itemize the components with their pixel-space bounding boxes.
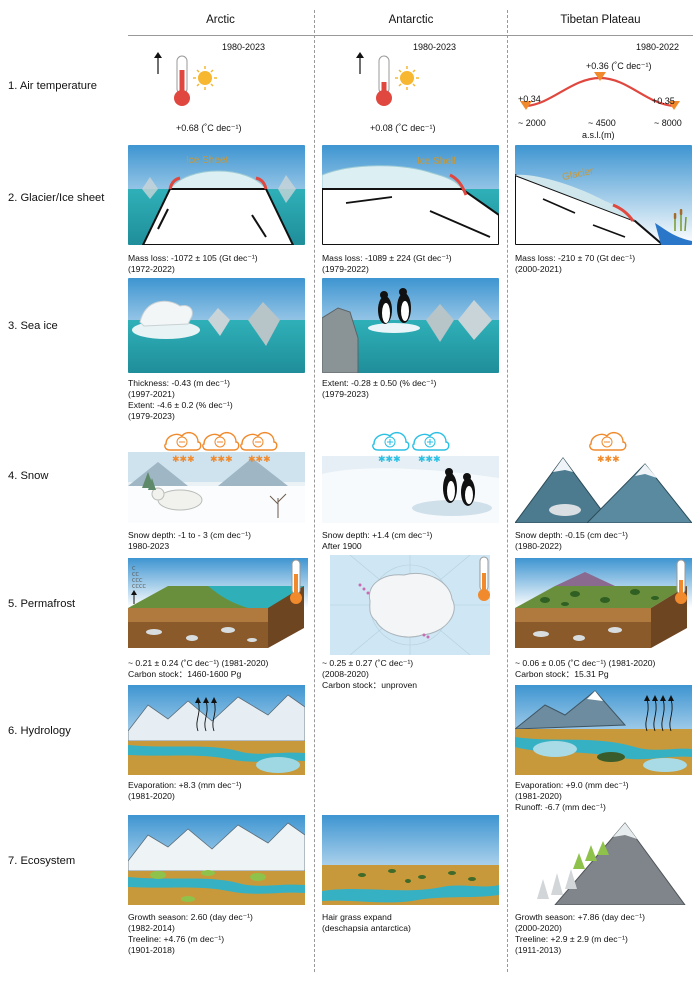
arctic-temp-trend: +0.68 (˚C dec⁻¹) bbox=[176, 123, 242, 133]
column-header-arctic: Arctic bbox=[206, 14, 235, 26]
svg-text:✱✱✱: ✱✱✱ bbox=[378, 455, 401, 465]
antarctic-ice-shelf-illustration bbox=[322, 145, 499, 245]
antarctic-permafrost-caption: ~ 0.25 ± 0.27 (˚C dec⁻¹) (2008-2020) Car… bbox=[322, 658, 418, 690]
arctic-thermometer-sun-icon bbox=[154, 52, 217, 106]
svg-text:✱✱✱: ✱✱✱ bbox=[210, 455, 233, 465]
row-label-hydrology: 6. Hydrology bbox=[8, 725, 71, 737]
tibet-permafrost-caption: ~ 0.06 ± 0.05 (˚C dec⁻¹) (1981-2020) Car… bbox=[515, 658, 656, 679]
pine-tree-icon bbox=[142, 472, 156, 490]
arctic-ice-sheet-label: Ice Sheet bbox=[186, 155, 229, 166]
row-label-glacier: 2. Glacier/Ice sheet bbox=[8, 192, 105, 204]
antarctic-ecosystem-illustration bbox=[322, 815, 499, 905]
penguin-icon bbox=[378, 291, 392, 324]
snow-cloud-minus-icon: ✱✱✱ bbox=[164, 431, 202, 465]
high-marker-icon bbox=[668, 101, 680, 110]
tibet-x-high: ~ 8000 bbox=[654, 118, 682, 128]
antarctic-permafrost-map bbox=[330, 555, 490, 655]
antarctic-temp-trend: +0.08 (˚C dec⁻¹) bbox=[370, 123, 436, 133]
tibet-snow-illustration: ✱✱✱ bbox=[515, 431, 692, 523]
tibet-x-label: a.s.l.(m) bbox=[582, 130, 615, 140]
peak-marker-icon bbox=[594, 72, 606, 81]
svg-text:✱✱✱: ✱✱✱ bbox=[248, 455, 271, 465]
arctic-hydrology-caption: Evaporation: +8.3 (mm dec⁻¹) (1981-2020) bbox=[128, 780, 242, 801]
tibet-x-mid: ~ 4500 bbox=[588, 118, 616, 128]
tibet-ecosystem-caption: Growth season: +7.86 (day dec⁻¹) (2000-2… bbox=[515, 912, 645, 955]
antarctic-sea-ice-illustration bbox=[322, 278, 499, 373]
treeline-icon bbox=[573, 841, 609, 869]
row-label-snow: 4. Snow bbox=[8, 470, 49, 482]
snow-cloud-minus-icon: ✱✱✱ bbox=[589, 431, 627, 465]
column-header-tibet: Tibetan Plateau bbox=[560, 14, 641, 26]
thermometer-icon bbox=[675, 559, 687, 604]
row-label-ecosystem: 7. Ecosystem bbox=[8, 855, 76, 867]
arctic-temp-period: 1980-2023 bbox=[222, 42, 266, 52]
svg-text:CCC: CCC bbox=[132, 578, 143, 584]
svg-text:✱✱✱: ✱✱✱ bbox=[172, 455, 195, 465]
antarctic-glacier-caption: Mass loss: -1089 ± 224 (Gt dec⁻¹) (1979-… bbox=[322, 253, 452, 274]
tibet-temp-period: 1980-2022 bbox=[636, 42, 680, 52]
thermometer-icon bbox=[478, 556, 490, 601]
tibet-glacier-illustration bbox=[515, 145, 692, 245]
shrub-icon bbox=[150, 870, 266, 902]
arctic-permafrost-caption: ~ 0.21 ± 0.24 (˚C dec⁻¹) (1981-2020) Car… bbox=[128, 658, 269, 679]
antarctic-sea-ice-caption: Extent: -0.28 ± 0.50 (% dec⁻¹) (1979-202… bbox=[322, 378, 437, 399]
wetland-grass-icon bbox=[597, 752, 625, 762]
tibet-temp-peak: +0.36 (˚C dec⁻¹) bbox=[586, 61, 652, 71]
snow-leopard-icon bbox=[549, 504, 581, 516]
antarctic-ecosystem-caption: Hair grass expand (deschapsia antarctica… bbox=[322, 912, 411, 933]
antarctic-snow-caption: Snow depth: +1.4 (cm dec⁻¹) After 1900 bbox=[322, 530, 433, 551]
tibet-ecosystem-illustration bbox=[537, 822, 686, 905]
penguin-icon bbox=[461, 473, 475, 506]
svg-text:CCCC: CCCC bbox=[132, 584, 146, 590]
header-divider bbox=[128, 35, 693, 36]
tibet-snow-caption: Snow depth: -0.15 (cm dec⁻¹) (1980-2022) bbox=[515, 530, 628, 551]
bare-tree-icon bbox=[269, 493, 287, 518]
arctic-sea-ice-illustration bbox=[128, 278, 305, 373]
arctic-hydrology-illustration bbox=[128, 685, 305, 775]
arctic-ice-sheet-illustration bbox=[128, 145, 305, 245]
antarctic-thermometer-sun-icon bbox=[356, 52, 419, 106]
tibet-permafrost-illustration bbox=[515, 558, 692, 648]
dead-tree-icon bbox=[537, 869, 577, 899]
evaporation-arrows-icon bbox=[196, 700, 216, 732]
svg-text:CC: CC bbox=[132, 572, 139, 578]
row-label-permafrost: 5. Permafrost bbox=[8, 598, 76, 610]
snow-cloud-plus-icon: ✱✱✱ bbox=[412, 431, 450, 465]
arctic-ecosystem-illustration bbox=[128, 815, 305, 905]
antarctic-snow-illustration: ✱✱✱ ✱✱✱ bbox=[322, 431, 499, 523]
svg-text:✱✱✱: ✱✱✱ bbox=[597, 455, 620, 465]
tibet-x-low: ~ 2000 bbox=[518, 118, 546, 128]
antarctic-temp-period: 1980-2023 bbox=[413, 42, 457, 52]
hair-grass-icon bbox=[358, 869, 476, 883]
column-header-antarctic: Antarctic bbox=[388, 14, 434, 26]
column-divider-2 bbox=[507, 10, 508, 972]
column-divider-1 bbox=[314, 10, 315, 972]
arctic-ecosystem-caption: Growth season: 2.60 (day dec⁻¹) (1982-20… bbox=[128, 912, 253, 955]
row-label-sea-ice: 3. Sea ice bbox=[8, 320, 58, 332]
tibet-temp-left: +0.34 bbox=[518, 94, 541, 104]
thermometer-icon bbox=[290, 559, 302, 604]
tibet-glacier-caption: Mass loss: -210 ± 70 (Gt dec⁻¹) (2000-20… bbox=[515, 253, 636, 274]
penguin-icon bbox=[397, 288, 411, 323]
arctic-sea-ice-caption: Thickness: -0.43 (m dec⁻¹) (1997-2021) E… bbox=[128, 378, 233, 421]
tibet-temp-right: +0.35 bbox=[652, 96, 675, 106]
svg-text:✱✱✱: ✱✱✱ bbox=[418, 455, 441, 465]
polar-bear-icon bbox=[151, 487, 203, 511]
snow-cloud-minus-icon: ✱✱✱ bbox=[202, 431, 240, 465]
svg-text:C: C bbox=[132, 566, 136, 572]
arctic-snow-illustration: ✱✱✱ ✱✱✱ ✱✱✱ bbox=[128, 431, 305, 523]
penguin-icon bbox=[443, 468, 457, 503]
snow-cloud-minus-icon: ✱✱✱ bbox=[240, 431, 278, 465]
tibet-elevation-curve bbox=[520, 72, 680, 110]
evaporation-arrows-icon bbox=[645, 698, 673, 732]
snow-cloud-plus-icon: ✱✱✱ bbox=[372, 431, 410, 465]
row-label-air-temperature: 1. Air temperature bbox=[8, 80, 97, 92]
antarctic-ice-shelf-label: Ice Shelf bbox=[417, 156, 456, 167]
tibet-hydrology-caption: Evaporation: +9.0 (mm dec⁻¹) (1981-2020)… bbox=[515, 780, 629, 812]
low-marker-icon bbox=[520, 101, 532, 110]
arctic-glacier-caption: Mass loss: -1072 ± 105 (Gt dec⁻¹) (1972-… bbox=[128, 253, 258, 274]
tibet-hydrology-illustration bbox=[515, 685, 692, 775]
arctic-snow-caption: Snow depth: -1 to - 3 (cm dec⁻¹) 1980-20… bbox=[128, 530, 251, 551]
